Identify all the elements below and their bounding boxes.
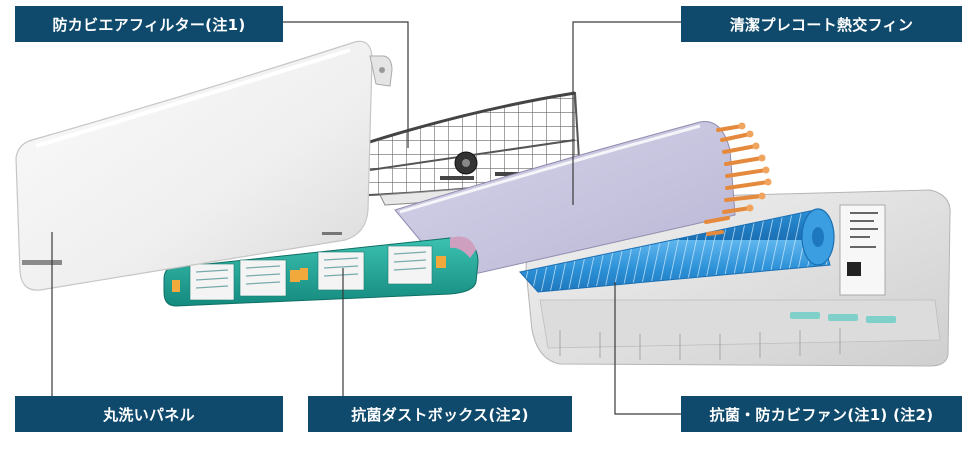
dust-box <box>163 236 479 307</box>
front-panel <box>15 40 393 291</box>
leader-filter <box>283 21 409 148</box>
label-heat-exchanger-fin: 清潔プレコート熱交フィン <box>681 6 962 42</box>
leader-lines <box>51 21 681 415</box>
leader-fan <box>614 282 681 415</box>
label-dust-box: 抗菌ダストボックス(注2) <box>308 396 572 432</box>
leader-fin <box>572 21 681 205</box>
label-front-panel: 丸洗いパネル <box>15 396 283 432</box>
cross-flow-fan <box>519 208 835 293</box>
label-air-filter: 防カビエアフィルター(注1) <box>15 6 283 42</box>
label-fan: 抗菌・防カビファン(注1) (注2) <box>681 396 962 432</box>
